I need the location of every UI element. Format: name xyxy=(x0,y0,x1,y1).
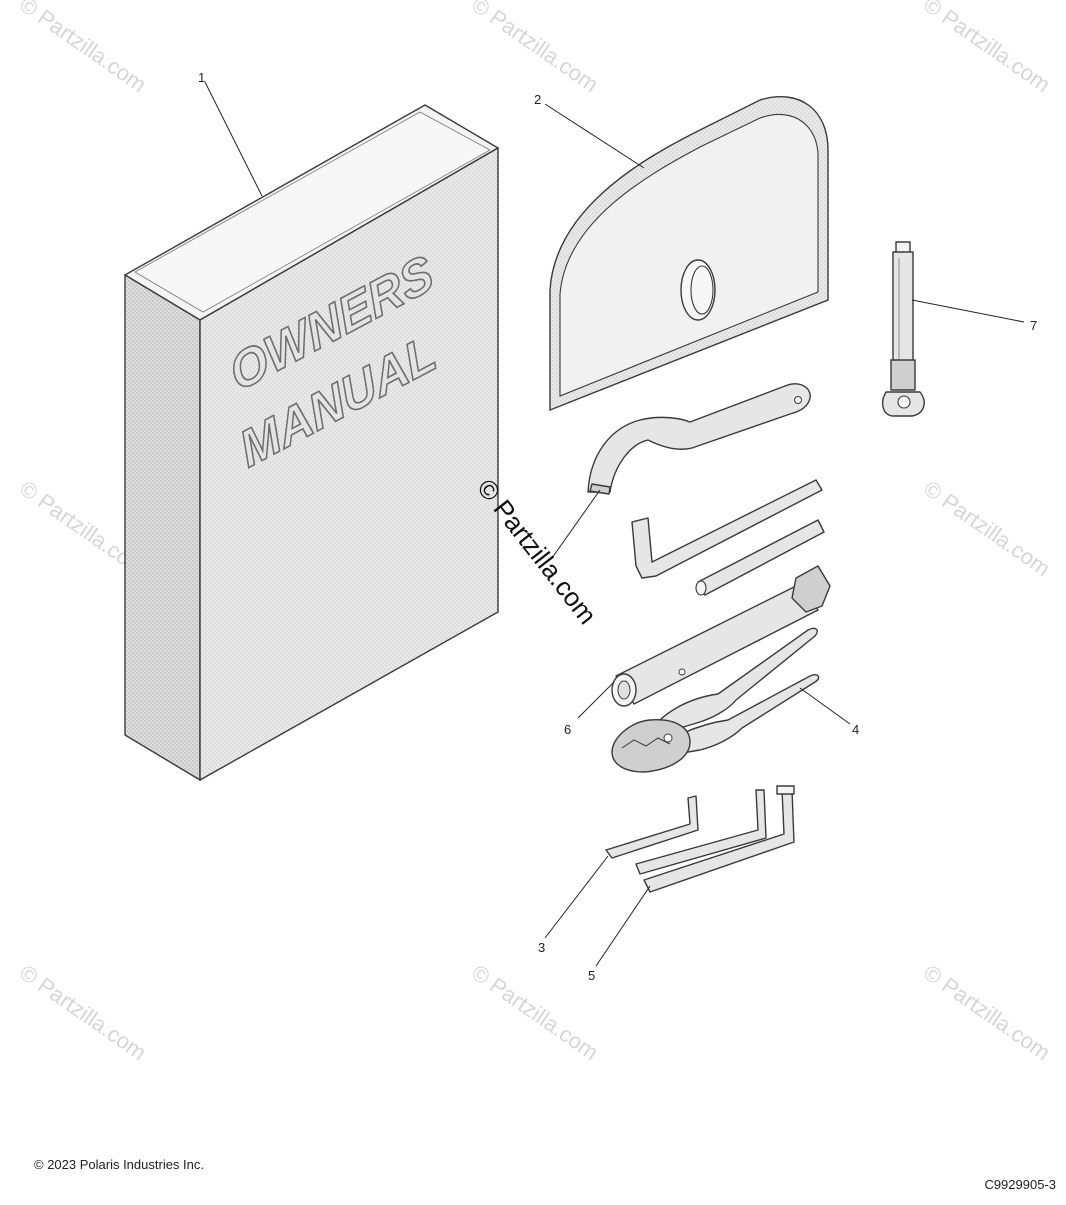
watermark-top-left: © Partzilla.com xyxy=(15,0,151,97)
callout-7: 7 xyxy=(1030,318,1037,333)
watermark-top-right: © Partzilla.com xyxy=(919,0,1055,97)
callout-2: 2 xyxy=(534,92,541,107)
watermark-bottom-right: © Partzilla.com xyxy=(919,960,1055,1066)
callout-6: 6 xyxy=(564,722,571,737)
pliers xyxy=(611,627,820,773)
callouts: 1 2 7 6 4 3 5 xyxy=(198,70,1037,983)
callout-4: 4 xyxy=(852,722,859,737)
leader-lines xyxy=(204,81,1025,967)
callout-1: 1 xyxy=(198,70,205,85)
copyright-notice: © 2023 Polaris Industries Inc. xyxy=(34,1157,204,1172)
tool-rod xyxy=(695,519,825,596)
owners-manual: OWNERS MANUAL xyxy=(124,104,499,782)
callout-3: 3 xyxy=(538,940,545,955)
extension-tool xyxy=(881,241,925,417)
watermark-top-center: © Partzilla.com xyxy=(467,0,603,97)
socket-wrench xyxy=(611,565,831,707)
hex-keys-pair xyxy=(635,785,795,893)
callout-5: 5 xyxy=(588,968,595,983)
watermark-bottom-left: © Partzilla.com xyxy=(15,960,151,1066)
allen-key-large xyxy=(631,479,823,579)
hook-wrench xyxy=(587,383,811,495)
watermark-mid-right: © Partzilla.com xyxy=(919,476,1055,582)
hex-key-small xyxy=(605,795,699,859)
tool-pouch xyxy=(549,96,829,412)
watermark-bottom-center: © Partzilla.com xyxy=(467,960,603,1066)
drawing-number: C9929905-3 xyxy=(984,1177,1056,1192)
